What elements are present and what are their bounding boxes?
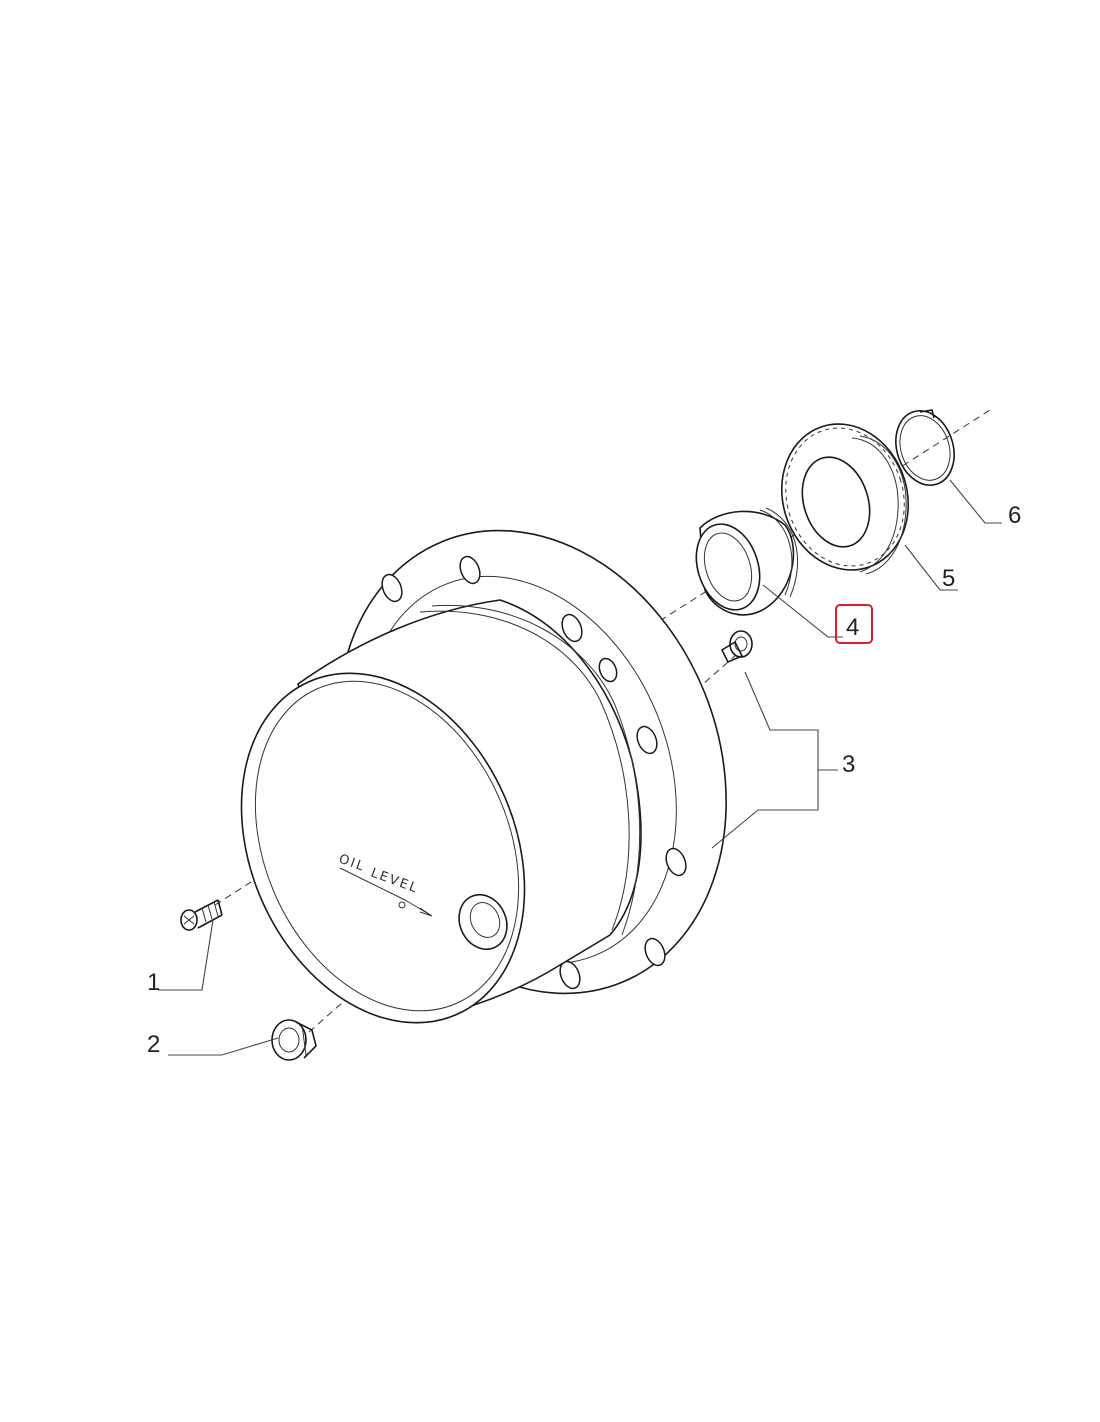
gear (780, 423, 910, 575)
callout-5[interactable]: 5 (942, 565, 955, 592)
callout-2[interactable]: 2 (147, 1031, 160, 1058)
leader-lines (158, 479, 1002, 1056)
countersunk-screw (180, 899, 223, 931)
retaining-ring (895, 409, 955, 486)
flange-bolt-holes (381, 555, 687, 990)
wheel-stud (720, 630, 753, 664)
callout-3[interactable]: 3 (842, 751, 855, 778)
callout-6[interactable]: 6 (1008, 502, 1021, 529)
callout-4-highlight-box (835, 604, 873, 644)
hub-housing: OIL LEVEL (240, 529, 727, 1024)
bushing (695, 507, 798, 616)
callout-4[interactable]: 4 (846, 614, 859, 641)
drain-plug (271, 1019, 317, 1061)
callout-1[interactable]: 1 (147, 969, 160, 996)
callout-numbers: 1 2 3 4 5 6 (147, 502, 1021, 1058)
